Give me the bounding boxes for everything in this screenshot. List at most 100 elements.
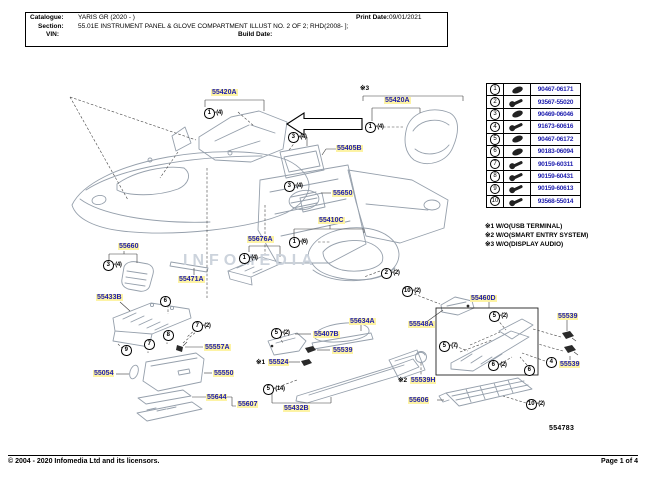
callout-6: 6-(2)	[488, 360, 507, 371]
callout-circle: 7	[192, 321, 203, 332]
callout-quantity: -(4)	[113, 261, 122, 268]
fastener-icon-cell	[504, 170, 531, 183]
part-label-55471A[interactable]: 55471A	[178, 276, 205, 284]
part-number-link[interactable]: 91673-60616	[537, 123, 574, 131]
part-label-55405B[interactable]: 55405B	[336, 145, 363, 153]
part-label-55524[interactable]: ※1 55524	[256, 359, 290, 367]
catalogue-value: YARIS GR (2020 - )	[78, 14, 135, 21]
callout-9: 9	[121, 345, 132, 356]
callout-5: 5-(2)	[489, 311, 508, 322]
callout-circle: 5	[263, 384, 274, 395]
callout-circle: 10	[402, 286, 413, 297]
part-number-link[interactable]: 90467-06172	[537, 135, 574, 143]
part-number-text: 55607	[237, 401, 259, 408]
callout-5: 5-(14)	[263, 384, 285, 395]
fastener-row-1: 1 90467-06171	[486, 83, 581, 97]
part-label-55550[interactable]: 55550	[213, 370, 235, 378]
fastener-row-3: 3 90469-06046	[486, 107, 581, 122]
header-box: Catalogue: YARIS GR (2020 - ) Print Date…	[25, 12, 448, 47]
part-label-55634A[interactable]: 55634A	[349, 318, 376, 326]
callout-5: 5-(2)	[271, 328, 290, 339]
fastener-row-10: 10 93568-55014	[486, 194, 581, 208]
part-label-55410C[interactable]: 55410C	[318, 217, 345, 225]
callout-quantity: -(2)	[536, 400, 545, 407]
part-label-55539[interactable]: 55539	[557, 313, 579, 321]
catalogue-label: Catalogue:	[30, 14, 64, 21]
fastener-num-cell: 9	[487, 183, 504, 195]
callout-circle: 3	[489, 109, 501, 120]
grommet-icon	[510, 109, 524, 120]
part-number-text: 55548A	[408, 321, 435, 328]
callout-3: 3-(4)	[288, 132, 307, 143]
fastener-icon-cell	[504, 183, 531, 195]
callout-8: 8	[163, 330, 174, 341]
clip-icon	[510, 85, 524, 95]
part-label-55660[interactable]: 55660	[118, 243, 140, 251]
part-number-link[interactable]: 90469-06046	[537, 110, 574, 118]
fastener-row-2: 2 93567-55020	[486, 95, 581, 109]
fastener-num-cell: 8	[487, 170, 504, 183]
callout-circle: 5	[271, 328, 282, 339]
part-label-55539[interactable]: 55539	[332, 347, 354, 355]
callout-quantity: -(4)	[375, 123, 384, 130]
callout-circle: 10	[489, 195, 501, 207]
part-number-link[interactable]: 90467-06171	[537, 86, 574, 94]
part-number-link[interactable]: 90159-60311	[537, 160, 574, 168]
part-label-55420A[interactable]: 55420A	[384, 97, 411, 105]
part-label-55460D[interactable]: 55460D	[470, 295, 497, 303]
part-number-link[interactable]: 90159-60613	[537, 185, 574, 193]
part-label-55607[interactable]: 55607	[237, 401, 259, 409]
part-number-link[interactable]: 93567-55020	[537, 98, 574, 106]
callout-circle: 6	[489, 146, 501, 157]
fastener-row-4: 4 91673-60616	[486, 120, 581, 134]
screw-icon	[510, 184, 524, 193]
part-label-55557A[interactable]: 55557A	[204, 344, 231, 352]
fastener-row-5: 5 90467-06172	[486, 132, 581, 146]
part-label-55433B[interactable]: 55433B	[96, 294, 123, 302]
notes-list: ※1 W/O(USB TERMINAL)※2 W/O(SMART ENTRY S…	[485, 222, 588, 249]
part-label-55644[interactable]: 55644	[206, 394, 228, 402]
callout-5: 5-(7)	[439, 341, 458, 352]
callout-circle: 4	[489, 121, 501, 133]
bolt-icon	[510, 122, 524, 131]
drawing-number: 554783	[549, 425, 575, 432]
part-number-text: 55539	[557, 313, 579, 320]
part-label-55676A[interactable]: 55676A	[247, 236, 274, 244]
part-label-55432B[interactable]: 55432B	[283, 405, 310, 413]
part-label-55420A[interactable]: 55420A	[211, 89, 238, 97]
part-number-link[interactable]: 90183-06094	[537, 148, 574, 156]
part-number-text: 55539H	[409, 377, 437, 384]
part-label-55606[interactable]: 55606	[408, 397, 430, 405]
callout-circle: 1	[239, 253, 250, 264]
callout-circle: 5	[489, 311, 500, 322]
fastener-row-6: 6 90183-06094	[486, 144, 581, 159]
callout-circle: 5	[489, 134, 501, 145]
part-number-link[interactable]: 93568-55014	[537, 197, 574, 205]
vin-label: VIN:	[46, 31, 59, 38]
part-number-text: 55660	[118, 243, 140, 250]
part-number-text: 55644	[206, 394, 228, 401]
part-number-link[interactable]: 90159-60431	[537, 172, 574, 180]
part-number-text: 55557A	[204, 344, 231, 351]
part-number-text: 55407B	[313, 331, 340, 338]
part-number-text: 55054	[93, 370, 115, 377]
part-label-55539H[interactable]: ※2 55539H	[398, 377, 437, 385]
callout-circle: 1	[489, 84, 501, 95]
fastener-num-cell: 5	[487, 133, 504, 145]
callout-4: 4	[546, 357, 557, 368]
part-label-55548A[interactable]: 55548A	[408, 321, 435, 329]
part-label-55054[interactable]: 55054	[93, 370, 115, 378]
callout-circle: 7	[489, 158, 501, 170]
part-label-55407B[interactable]: 55407B	[313, 331, 340, 339]
callout-circle: 8	[163, 330, 174, 341]
callout-circle: 2	[489, 96, 501, 108]
fastener-table: 1 90467-06171 2 93567-55020 3 90469-06046 4 916…	[486, 83, 581, 208]
part-label-55539[interactable]: 55539	[559, 361, 581, 369]
callout-circle: 7	[144, 339, 155, 350]
callout-circle: 5	[439, 341, 450, 352]
part-label-55650[interactable]: 55650	[332, 190, 354, 198]
callout-circle: 2	[381, 268, 392, 279]
callout-circle: 4	[546, 357, 557, 368]
callout-circle: 8	[489, 171, 501, 182]
